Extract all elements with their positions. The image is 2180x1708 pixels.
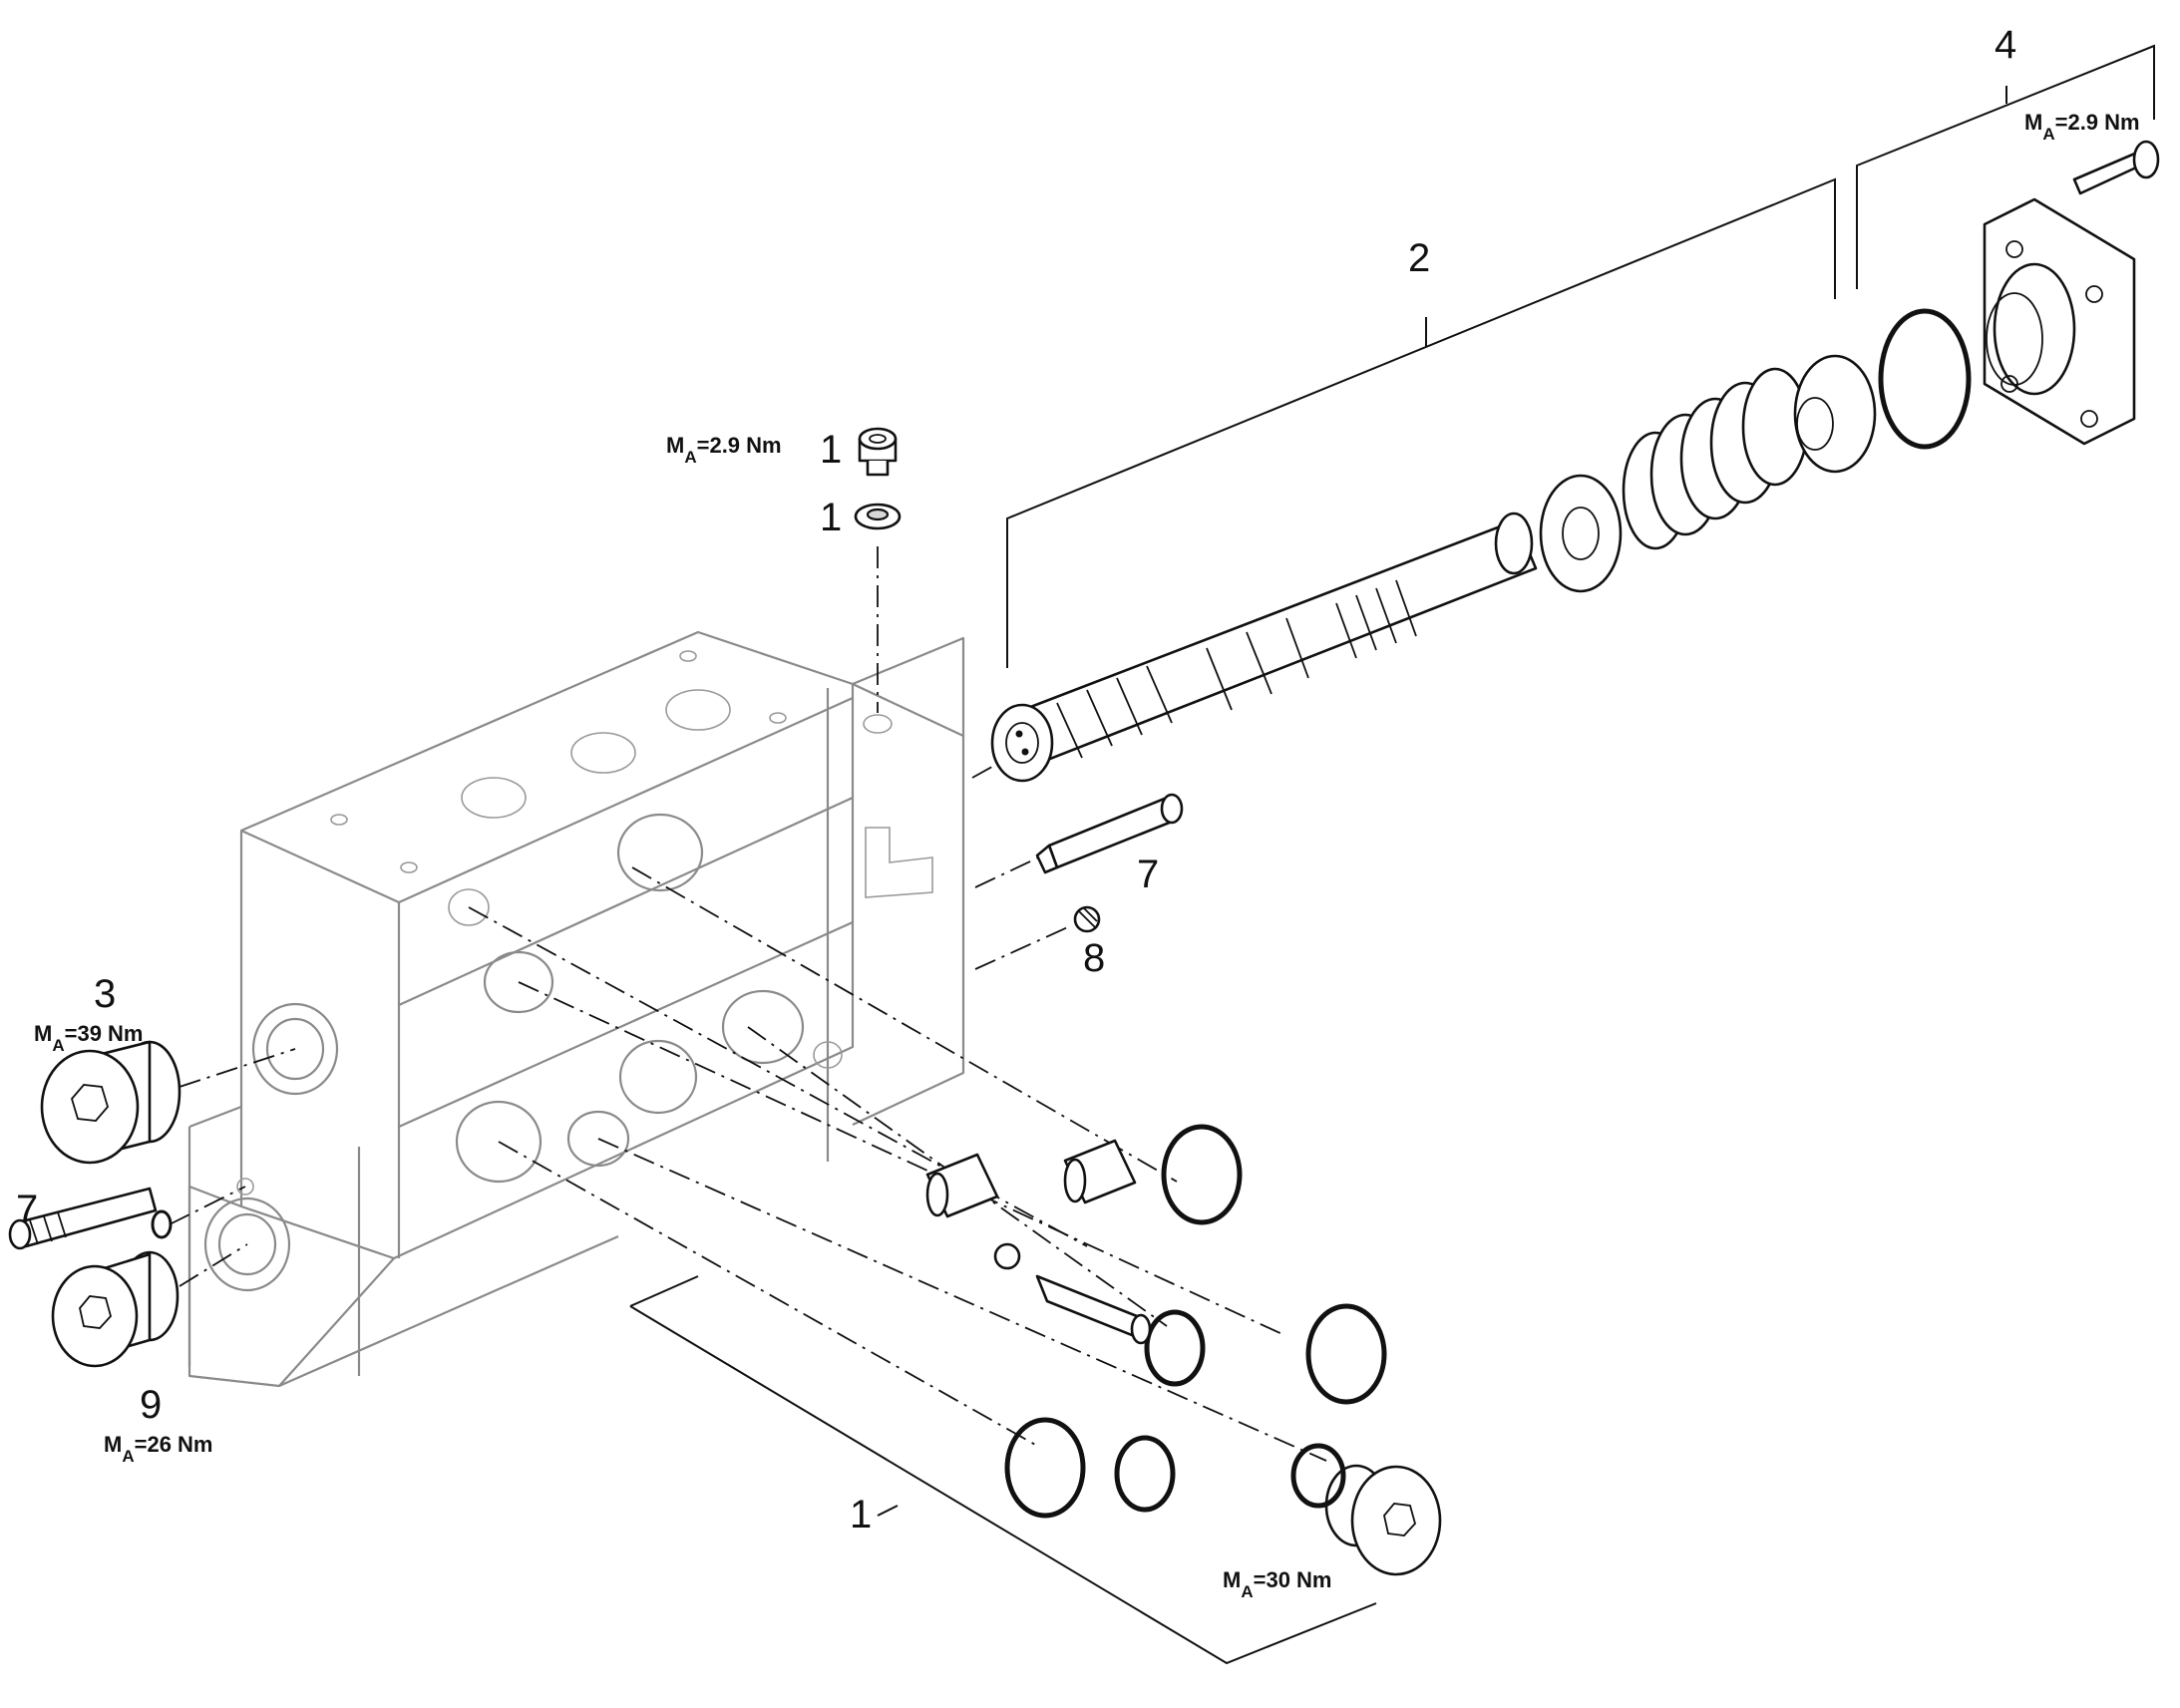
spool-assembly (990, 512, 1538, 783)
torque-label-9: MA=26 Nm (104, 1432, 213, 1466)
callout-4: 4 (1995, 23, 2016, 67)
top-washer (854, 503, 902, 530)
callout-7-left: 7 (16, 1188, 38, 1231)
plug-3 (40, 1040, 182, 1165)
torque-label-plug: MA=30 Nm (1223, 1567, 1332, 1601)
callout-1-washer: 1 (820, 496, 842, 539)
cover-flange (1983, 197, 2136, 446)
small-seal-left (151, 1209, 173, 1239)
plug-bottom-right (1324, 1464, 1442, 1576)
callout-1-bottom: 1 (850, 1493, 872, 1537)
callout-1-screw: 1 (820, 428, 842, 472)
callout-2: 2 (1408, 236, 1430, 280)
cover-o-ring (1878, 308, 1972, 450)
valve-body (187, 630, 965, 1388)
torque-labels: MA=2.9 Nm MA=2.9 Nm MA=39 Nm MA=26 Nm MA… (34, 110, 2140, 1601)
cover-screw (2072, 140, 2160, 195)
torque-label-4: MA=2.9 Nm (2024, 110, 2140, 144)
callout-labels: 1 1 2 4 7 8 3 7 9 1 (16, 23, 2016, 1537)
torque-label-1: MA=2.9 Nm (666, 433, 782, 467)
spring-seat-rear (1793, 354, 1877, 474)
top-screw (858, 427, 898, 477)
grub-screw (1073, 905, 1101, 933)
torque-label-3: MA=39 Nm (34, 1021, 144, 1055)
pilot-needle-right (1035, 793, 1184, 874)
pilot-needle-left (8, 1187, 158, 1250)
check-inserts (925, 1139, 1152, 1345)
callout-8: 8 (1083, 936, 1105, 980)
callout-9: 9 (140, 1383, 162, 1427)
spring (1622, 367, 1809, 550)
o-rings (1004, 1124, 1387, 1519)
leader-lines (629, 44, 2155, 1665)
spring-seat-front (1539, 474, 1623, 593)
plug-9 (51, 1250, 180, 1368)
callout-3: 3 (94, 972, 116, 1016)
callout-7-right: 7 (1137, 853, 1159, 896)
